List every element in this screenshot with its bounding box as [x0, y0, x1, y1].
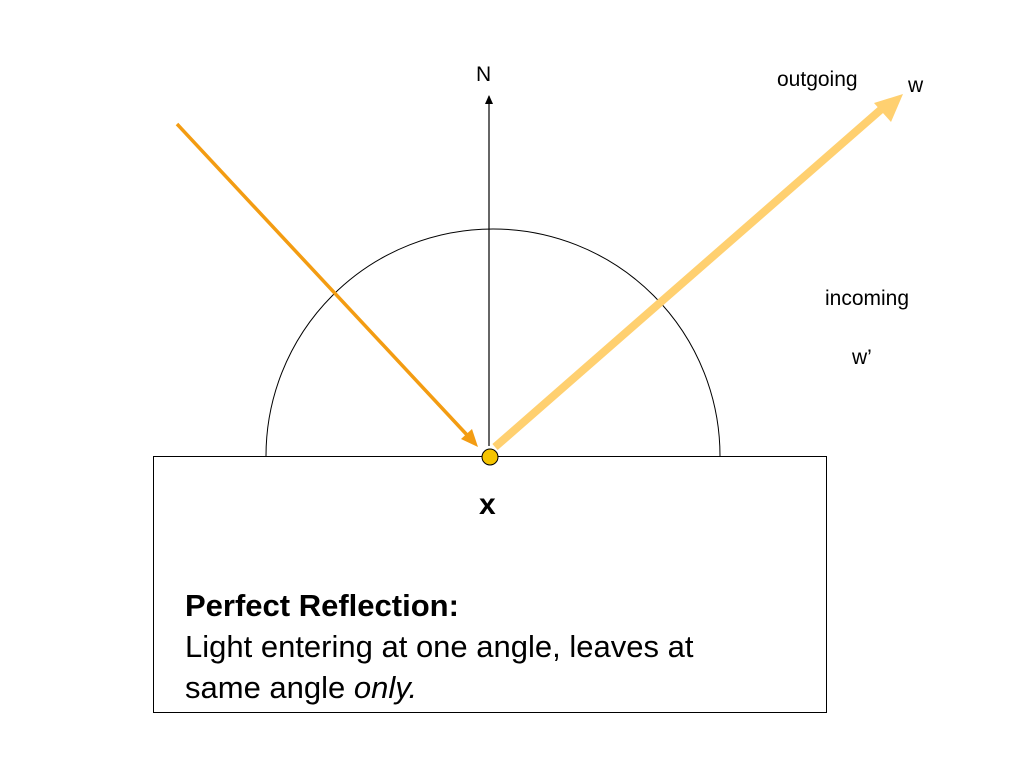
caption-line-2: same angle only.: [185, 667, 693, 708]
outgoing-ray-arrowhead: [874, 94, 903, 122]
normal-label: N: [476, 63, 492, 86]
caption: Perfect Reflection: Light entering at on…: [185, 585, 693, 708]
outgoing-ray: [492, 102, 888, 451]
caption-emphasis: only.: [353, 670, 418, 705]
caption-line-1: Light entering at one angle, leaves at: [185, 629, 694, 664]
hemisphere-arc: [265, 228, 721, 457]
incoming-ray-arrowhead: [461, 429, 478, 447]
point-label: x: [479, 488, 496, 521]
point-x: [481, 448, 499, 466]
incoming-symbol: w’: [852, 346, 872, 369]
caption-line-2-text: same angle: [185, 670, 354, 705]
caption-title: Perfect Reflection:: [185, 588, 459, 623]
outgoing-symbol: w: [908, 74, 924, 97]
incoming-ray: [175, 122, 470, 438]
outgoing-label: outgoing: [777, 68, 858, 91]
normal-arrowhead: [485, 95, 493, 104]
incoming-label: incoming: [825, 287, 910, 310]
